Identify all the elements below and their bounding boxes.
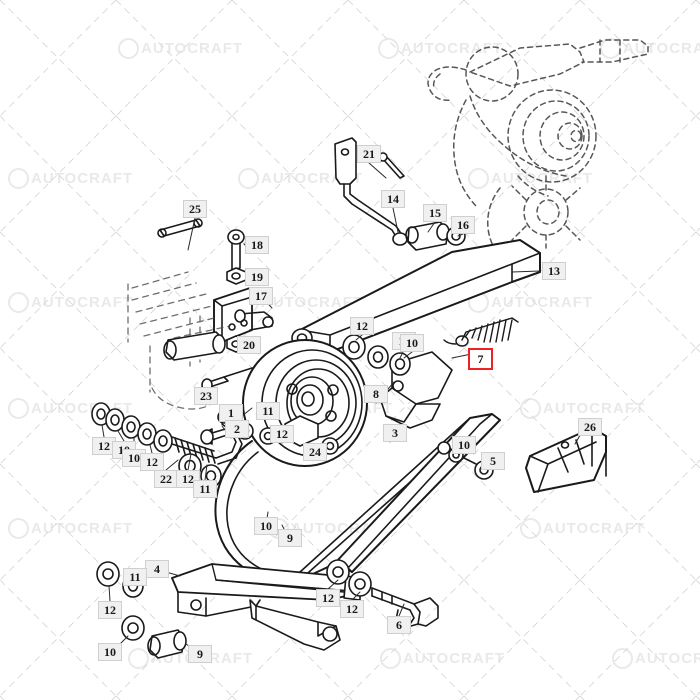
- callout-16[interactable]: 16: [451, 216, 475, 234]
- callout-11[interactable]: 11: [123, 568, 147, 586]
- callout-11[interactable]: 11: [256, 402, 280, 420]
- callout-12[interactable]: 12: [350, 317, 374, 335]
- callout-24[interactable]: 24: [303, 443, 327, 461]
- callout-6[interactable]: 6: [387, 616, 411, 634]
- callout-10[interactable]: 10: [400, 334, 424, 352]
- callout-21[interactable]: 21: [357, 145, 381, 163]
- callout-12[interactable]: 12: [270, 425, 294, 443]
- callout-15[interactable]: 15: [423, 204, 447, 222]
- callout-14[interactable]: 14: [381, 190, 405, 208]
- callout-18[interactable]: 18: [245, 236, 269, 254]
- callout-12[interactable]: 12: [316, 589, 340, 607]
- callout-19[interactable]: 19: [245, 268, 269, 286]
- callout-22[interactable]: 22: [154, 470, 178, 488]
- callout-23[interactable]: 23: [194, 387, 218, 405]
- callout-26[interactable]: 26: [578, 418, 602, 436]
- callout-13[interactable]: 13: [542, 262, 566, 280]
- callout-8[interactable]: 8: [364, 385, 388, 403]
- callout-9[interactable]: 9: [188, 645, 212, 663]
- callout-5[interactable]: 5: [481, 452, 505, 470]
- callout-20[interactable]: 20: [237, 336, 261, 354]
- callout-17[interactable]: 17: [249, 287, 273, 305]
- callout-10[interactable]: 10: [98, 643, 122, 661]
- callout-2[interactable]: 2: [225, 420, 249, 438]
- callout-3[interactable]: 3: [383, 424, 407, 442]
- callout-25[interactable]: 25: [183, 200, 207, 218]
- callout-4[interactable]: 4: [145, 560, 169, 578]
- callout-7-selected[interactable]: 7: [468, 348, 493, 370]
- callout-10[interactable]: 10: [452, 436, 476, 454]
- callout-12[interactable]: 12: [340, 600, 364, 618]
- callout-9[interactable]: 9: [278, 529, 302, 547]
- callout-10[interactable]: 10: [254, 517, 278, 535]
- callout-12[interactable]: 12: [98, 601, 122, 619]
- callout-12[interactable]: 12: [140, 453, 164, 471]
- callout-11[interactable]: 11: [193, 480, 217, 498]
